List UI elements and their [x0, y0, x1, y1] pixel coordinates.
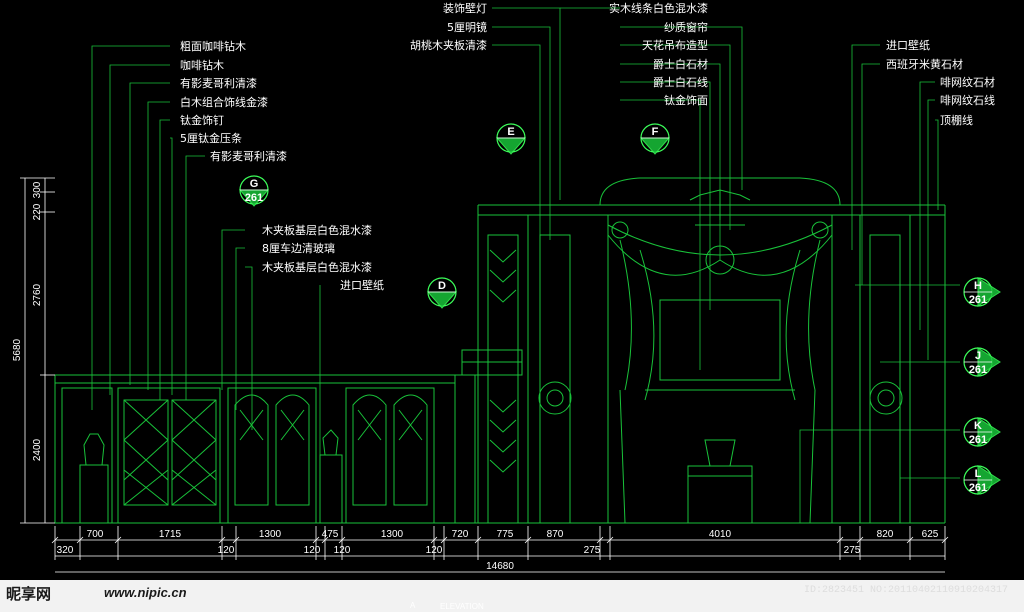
callout-label: 8厘车边清玻璃 [262, 241, 335, 255]
callout-label: 钛金饰面 [664, 93, 708, 107]
elevation-title-text: ELEVATION [440, 602, 484, 611]
dimension-value: 820 [877, 529, 894, 540]
callout-label: 5厘钛金压条 [180, 131, 242, 145]
callout-label: 木夹板基层白色混水漆 [262, 260, 372, 274]
callout-label: 有影麦哥利清漆 [210, 149, 287, 163]
dimension-value-vertical: 2760 [32, 283, 43, 306]
watermark-logo: 昵享网 [6, 585, 52, 603]
section-marker: E [495, 123, 527, 155]
dimension-value: 1715 [159, 529, 182, 540]
dimension-value: 700 [87, 529, 104, 540]
dimension-total: 14680 [486, 561, 514, 572]
marker-number: 261 [969, 364, 987, 376]
callout-label: 进口壁纸 [340, 278, 384, 292]
elevation-title-letter: A [410, 601, 416, 610]
dimension-value: 1300 [381, 529, 404, 540]
section-marker: G 261 [238, 175, 270, 207]
callout-label: 咖啡钻木 [180, 58, 224, 72]
callout-label: 纱质窗帘 [664, 20, 708, 34]
dimension-value: 320 [57, 545, 74, 556]
callout-label: 西班牙米黄石材 [886, 57, 963, 71]
callout-label: 粗面咖啡钻木 [180, 39, 246, 53]
dimension-value-vertical: 5680 [12, 338, 23, 361]
callout-label: 木夹板基层白色混水漆 [262, 223, 372, 237]
dimension-value: 120 [334, 545, 351, 556]
watermark-url: www.nipic.cn [104, 585, 187, 600]
marker-letter: J [975, 350, 981, 362]
dimension-value: 120 [304, 545, 321, 556]
callout-label: 爵士白石材 [653, 57, 708, 71]
callout-label: 啡网纹石材 [940, 75, 995, 89]
callout-label: 实木线条白色混水漆 [609, 1, 708, 15]
section-marker: L 261 [963, 465, 1001, 495]
callout-label: 钛金饰钉 [180, 113, 224, 127]
marker-letter: H [974, 280, 982, 292]
callout-label: 有影麦哥利清漆 [180, 76, 257, 90]
marker-number: 261 [245, 192, 263, 204]
marker-letter: K [974, 420, 982, 432]
marker-letter: D [438, 280, 446, 292]
watermark-id: ID:2823451 NO:20110402110910204317 [804, 585, 1009, 596]
section-marker: K 261 [963, 417, 1001, 447]
dimension-value: 625 [922, 529, 939, 540]
callout-label: 白木组合饰线金漆 [180, 95, 268, 109]
callout-label: 啡网纹石线 [940, 93, 995, 107]
callout-label: 装饰壁灯 [443, 1, 487, 15]
dimension-value: 870 [547, 529, 564, 540]
callout-label: 顶棚线 [940, 113, 973, 127]
dimension-value: 720 [452, 529, 469, 540]
callout-label: 5厘明镜 [447, 20, 487, 34]
dimension-value-vertical: 220 [32, 203, 43, 220]
dimension-value: 275 [844, 545, 861, 556]
callout-label: 胡桃木夹板清漆 [410, 38, 487, 52]
dimension-value: 775 [497, 529, 514, 540]
marker-letter: G [250, 178, 259, 190]
marker-letter: F [652, 126, 659, 138]
marker-letter: L [975, 468, 982, 480]
callout-label: 爵士白石线 [653, 75, 708, 89]
marker-number: 261 [969, 482, 987, 494]
section-marker: J 261 [963, 347, 1001, 377]
dimension-value: 120 [426, 545, 443, 556]
callout-label: 进口壁纸 [886, 38, 930, 52]
watermark-bar [0, 580, 1024, 612]
dimension-value-vertical: 2400 [32, 438, 43, 461]
callout-label: 天花吊布造型 [642, 38, 708, 52]
section-marker: H 261 [963, 277, 1001, 307]
dimension-value: 475 [322, 529, 339, 540]
marker-number: 261 [969, 434, 987, 446]
marker-number: 261 [969, 294, 987, 306]
dimension-value: 1300 [259, 529, 282, 540]
section-marker: F [639, 123, 671, 155]
dimension-value: 275 [584, 545, 601, 556]
marker-letter: E [507, 126, 514, 138]
dimension-value: 120 [218, 545, 235, 556]
section-marker: D [426, 277, 458, 309]
dimension-value-vertical: 300 [32, 181, 43, 198]
dimension-value: 4010 [709, 529, 732, 540]
